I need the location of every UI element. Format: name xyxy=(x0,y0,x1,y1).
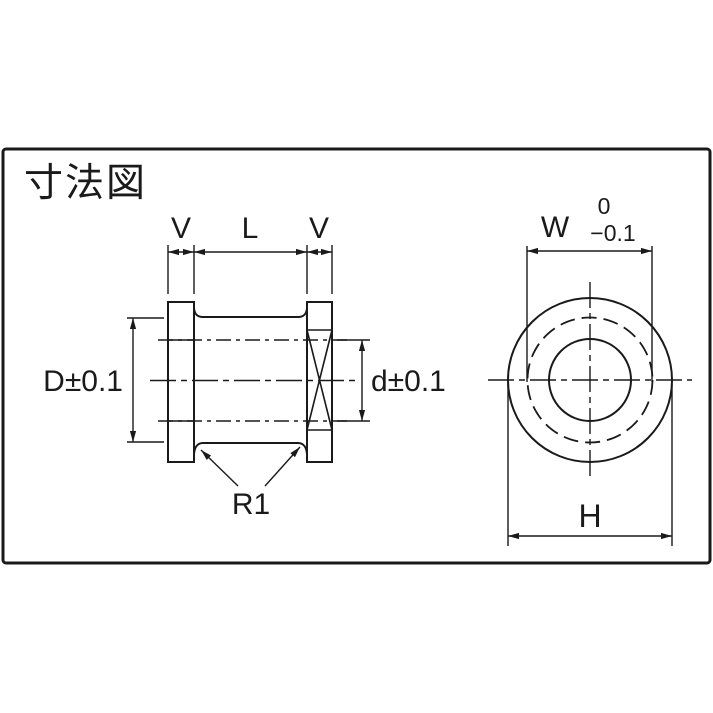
body-top-edge xyxy=(193,307,308,318)
fillet-leader-left xyxy=(200,449,239,487)
label-v-right: V xyxy=(309,212,329,245)
label-width-tolerance-upper: 0 xyxy=(598,193,611,219)
side-view xyxy=(150,301,356,463)
label-v-left: V xyxy=(171,212,191,245)
left-flange-outline xyxy=(167,301,195,463)
label-fillet-radius: R1 xyxy=(232,488,270,521)
label-height: H xyxy=(578,498,601,534)
front-view xyxy=(488,282,692,480)
front-view-dimensions xyxy=(507,246,673,546)
drawing-border-frame xyxy=(1,147,712,565)
flange-cross-mark-line-2 xyxy=(306,329,333,431)
label-bore-diameter: d±0.1 xyxy=(371,365,446,398)
label-l: L xyxy=(242,212,259,245)
side-view-dimensions xyxy=(127,245,370,487)
fillet-leader-right xyxy=(264,446,301,487)
label-width-tolerance-lower: −0.1 xyxy=(590,220,635,246)
page-title: 寸法図 xyxy=(24,162,148,205)
label-width: W xyxy=(541,211,570,244)
right-flange-outline xyxy=(306,301,333,463)
body-bottom-edge xyxy=(193,442,308,455)
label-outer-diameter: D±0.1 xyxy=(43,365,123,398)
